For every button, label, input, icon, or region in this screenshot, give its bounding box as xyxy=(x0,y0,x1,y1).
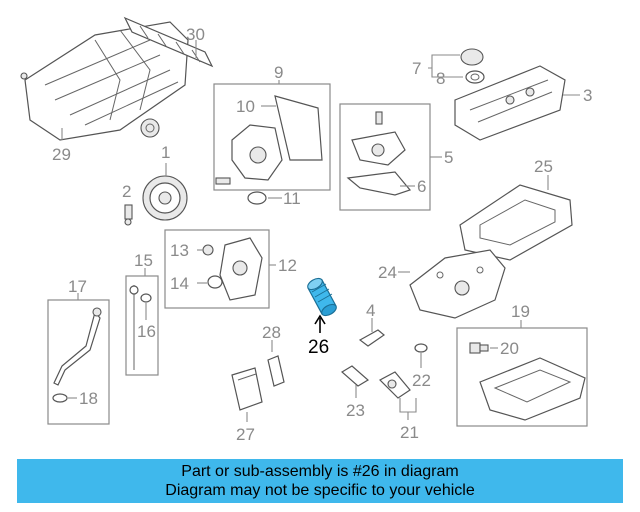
plate-23[interactable] xyxy=(340,365,370,387)
seal-22[interactable] xyxy=(414,343,428,353)
callout-10: 10 xyxy=(236,97,255,116)
callout-16: 16 xyxy=(137,322,156,341)
box-9 xyxy=(213,83,331,191)
engine-front-cover[interactable] xyxy=(409,249,506,319)
gasket-28[interactable] xyxy=(267,355,285,387)
lower-oil-pan[interactable] xyxy=(479,357,586,421)
callout-3: 3 xyxy=(583,86,592,105)
crankshaft-pulley[interactable] xyxy=(142,175,188,221)
box-12 xyxy=(164,229,270,309)
callout-24: 24 xyxy=(378,263,397,282)
callout-11: 11 xyxy=(283,189,301,208)
callout-5: 5 xyxy=(444,148,453,167)
callout-19: 19 xyxy=(511,302,530,321)
dipstick[interactable] xyxy=(129,285,139,370)
banner-line-1: Part or sub-assembly is #26 in diagram xyxy=(181,463,459,480)
callout-2: 2 xyxy=(122,182,131,201)
callout-9: 9 xyxy=(274,63,283,82)
gasket-30[interactable] xyxy=(123,16,214,68)
callout-18: 18 xyxy=(79,389,98,408)
box-15 xyxy=(125,275,159,376)
cap-seal[interactable] xyxy=(465,70,485,84)
callout-20: 20 xyxy=(500,339,519,358)
callout-30: 30 xyxy=(186,25,205,44)
dipstick-seal[interactable] xyxy=(140,293,152,303)
module-27[interactable] xyxy=(231,367,263,411)
callout-28: 28 xyxy=(262,323,281,342)
callout-6: 6 xyxy=(417,177,426,196)
valve-cover[interactable] xyxy=(454,65,566,141)
oil-cap[interactable] xyxy=(460,48,484,66)
callout-29: 29 xyxy=(52,145,71,164)
callout-13: 13 xyxy=(170,241,189,260)
callout-7: 7 xyxy=(412,59,421,78)
bracket-assembly[interactable] xyxy=(346,111,412,196)
seal-11[interactable] xyxy=(247,191,267,205)
callout-26: 26 xyxy=(308,337,329,358)
small-bracket-4[interactable] xyxy=(358,329,385,347)
pulley-bolt[interactable] xyxy=(124,204,133,226)
callout-22: 22 xyxy=(412,371,431,390)
callout-1: 1 xyxy=(161,143,170,162)
info-banner: Part or sub-assembly is #26 in diagram D… xyxy=(17,459,623,503)
timing-cover[interactable] xyxy=(231,95,323,181)
drain-plug[interactable] xyxy=(469,342,489,354)
sensor-21[interactable] xyxy=(379,371,411,399)
callout-17: 17 xyxy=(68,277,87,296)
callout-23: 23 xyxy=(346,401,365,420)
callout-27: 27 xyxy=(236,425,255,444)
intake-manifold-assembly[interactable] xyxy=(20,21,189,141)
callout-15: 15 xyxy=(134,251,153,270)
tube-seal[interactable] xyxy=(52,393,68,403)
dipstick-tube[interactable] xyxy=(53,307,102,386)
seal-14[interactable] xyxy=(207,275,223,289)
oil-pump[interactable] xyxy=(219,237,263,301)
callout-12: 12 xyxy=(278,256,297,275)
parts-diagram: 30 29 1 2 9 10 11 5 6 xyxy=(20,16,592,444)
cover-bolt[interactable] xyxy=(215,177,231,185)
callout-4: 4 xyxy=(366,301,375,320)
callout-14: 14 xyxy=(170,274,189,293)
oil-filter[interactable] xyxy=(306,276,338,318)
callout-21: 21 xyxy=(400,423,419,442)
callout-25: 25 xyxy=(534,157,553,176)
seal-13[interactable] xyxy=(202,244,214,256)
box-19 xyxy=(456,327,588,427)
banner-line-2: Diagram may not be specific to your vehi… xyxy=(165,482,475,499)
upper-oil-pan[interactable] xyxy=(459,184,573,261)
callout-8: 8 xyxy=(436,69,445,88)
